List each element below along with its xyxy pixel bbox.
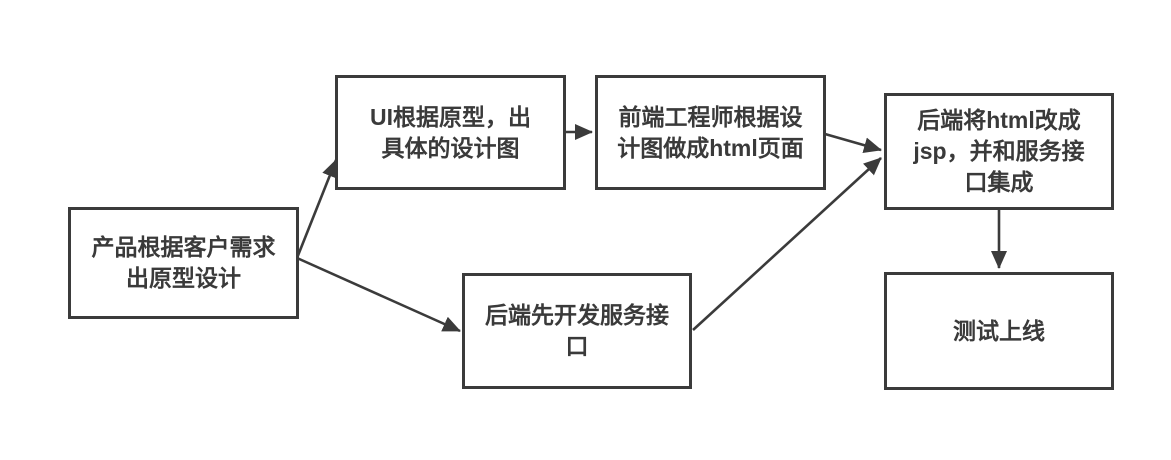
node-frontend-html: 前端工程师根据设 计图做成html页面 [595, 75, 826, 190]
node-label-line: jsp，并和服务接 [913, 138, 1085, 164]
node-label-line: 口 [565, 333, 589, 359]
node-label-line: 口集成 [964, 169, 1034, 195]
node-label-line: 测试上线 [953, 317, 1045, 344]
node-label-line: 具体的设计图 [381, 134, 520, 161]
arrow-frontend-to-jsp [824, 132, 882, 154]
node-label-line: UI根据原型，出 [370, 103, 531, 130]
node-label-line: 前端工程师根据设 [618, 103, 803, 130]
node-label-line: 出原型设计 [126, 265, 241, 291]
node-product-prototype: 产品根据客户需求 出原型设计 [68, 207, 299, 319]
node-label-line: 后端先开发服务接 [485, 302, 669, 328]
node-label-line: 后端将html改成 [917, 107, 1081, 133]
arrow-product-to-backend [296, 256, 461, 333]
node-test-launch: 测试上线 [884, 272, 1114, 390]
node-label-line: 计图做成html页面 [617, 134, 804, 161]
arrow-backend-to-jsp [692, 157, 882, 331]
node-backend-jsp: 后端将html改成 jsp，并和服务接 口集成 [884, 93, 1114, 210]
node-label-line: 产品根据客户需求 [91, 234, 276, 260]
node-ui-design: UI根据原型，出 具体的设计图 [335, 75, 566, 190]
node-backend-api: 后端先开发服务接 口 [462, 273, 692, 389]
arrow-product-to-ui [295, 159, 338, 259]
